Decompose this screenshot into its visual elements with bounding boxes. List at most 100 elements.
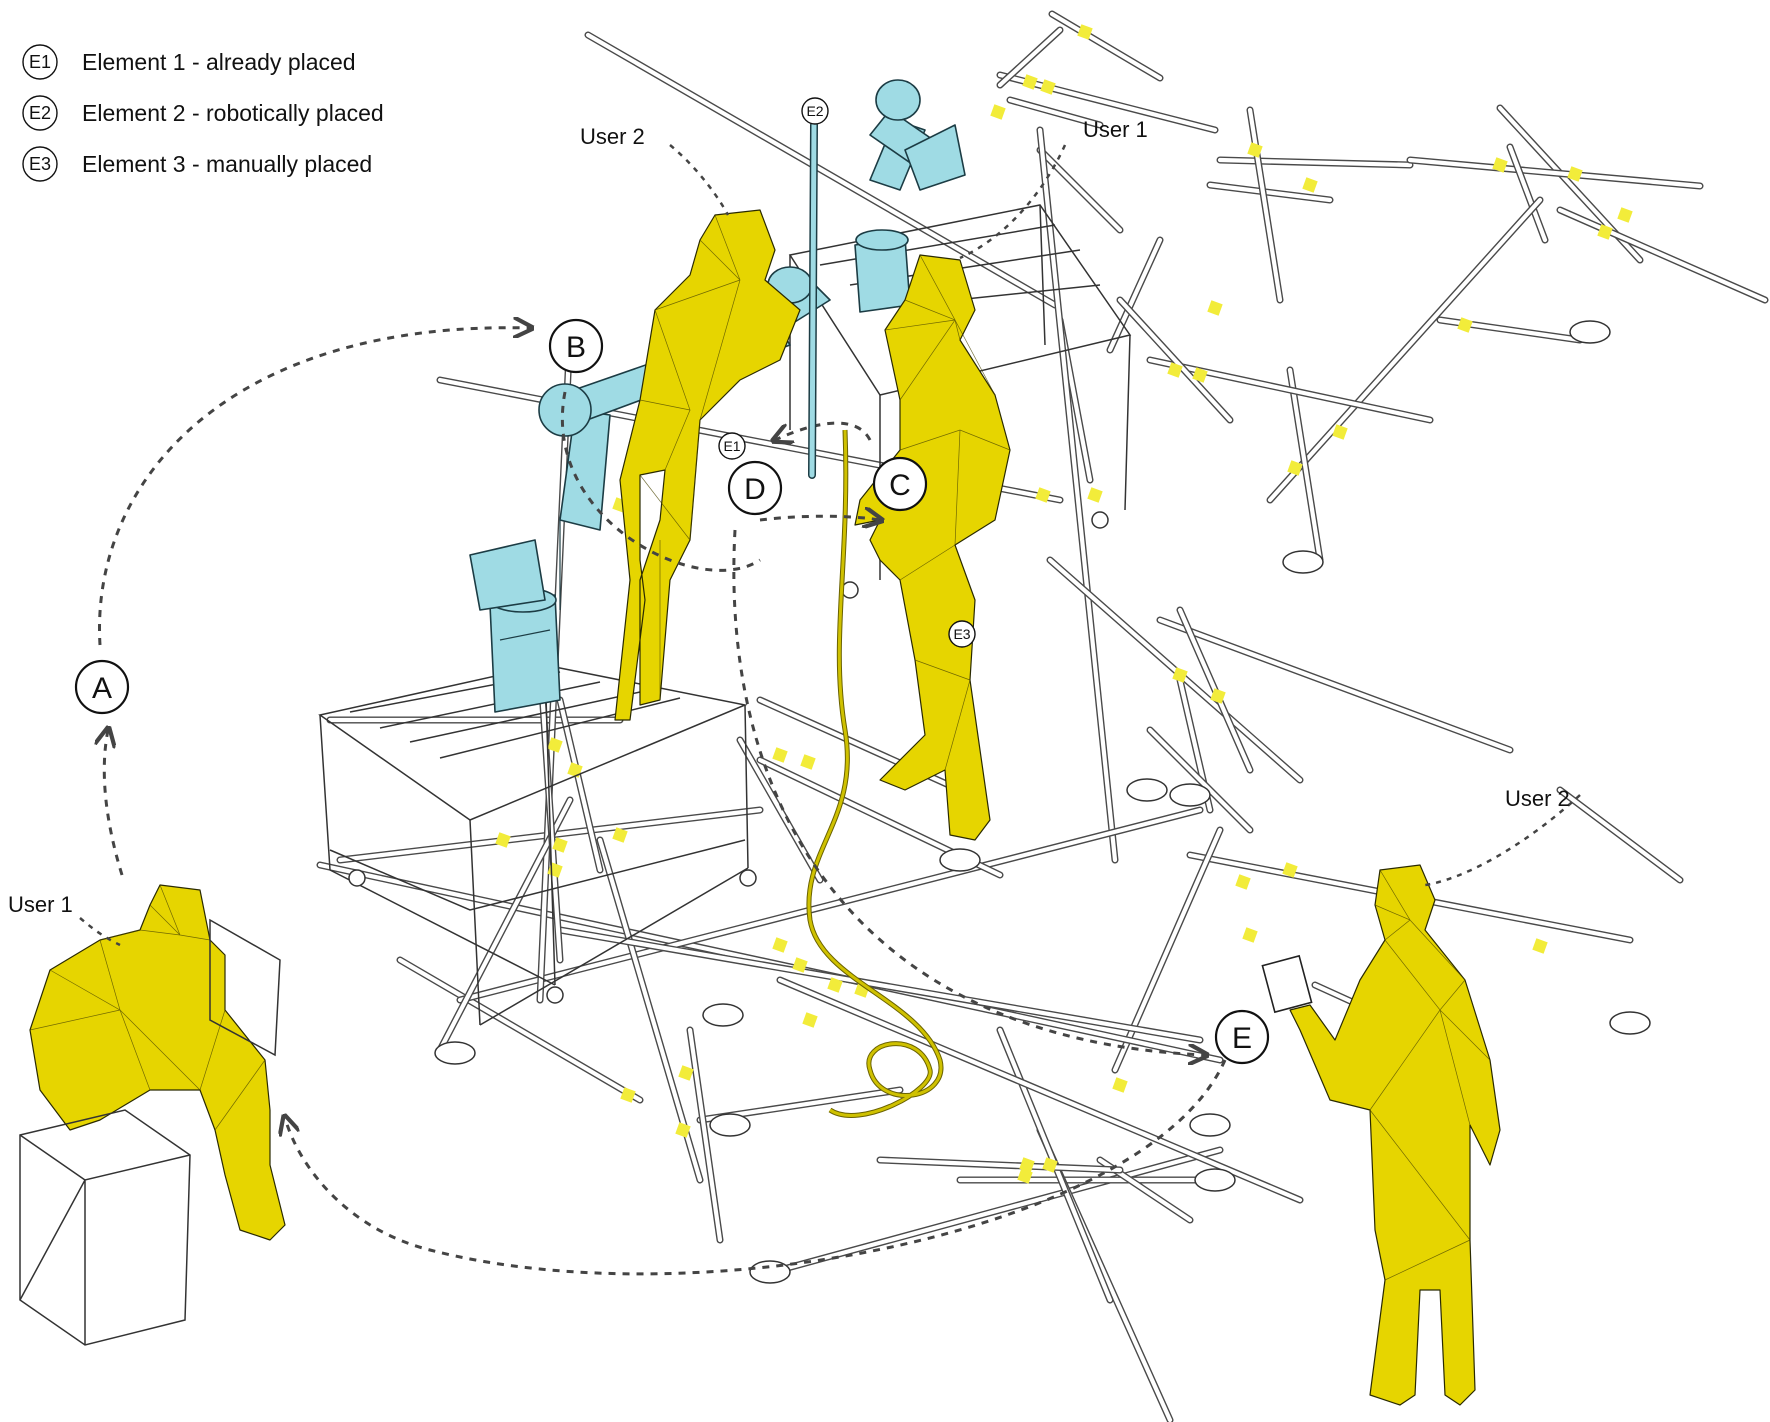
timber-stick-core-34 [317, 862, 1223, 1063]
stick-joint-22 [1235, 874, 1251, 890]
step-b: B [548, 318, 604, 374]
step-e: E [1214, 1009, 1270, 1065]
legend-e2-badge [22, 95, 58, 131]
timber-stick-core-22 [1037, 127, 1118, 863]
front-work-frame [318, 664, 757, 1026]
stick-joint-29 [495, 832, 511, 848]
step-a-label: A [92, 672, 112, 705]
stick-joint-45 [1017, 1168, 1033, 1184]
element-e3-label: E3 [953, 626, 970, 642]
legend-e1-text: Element 1 - already placed [82, 49, 356, 75]
timber-stick-core-24 [1157, 617, 1513, 753]
timber-stick-core-49 [557, 697, 603, 873]
label-user1-seated: User 1 [8, 892, 73, 917]
element-e2-label: E2 [806, 103, 823, 119]
stick-joint-11 [1457, 317, 1473, 333]
user2-right-figure [1261, 864, 1501, 1406]
timber-stick-core-40 [777, 1147, 1223, 1273]
stick-joint-10 [1597, 224, 1613, 240]
stick-foot-base-12 [702, 1003, 744, 1027]
stick-foot-base-7 [434, 1041, 476, 1065]
stick-joint-1 [1077, 24, 1093, 40]
seated-stool [19, 1109, 191, 1346]
timber-stick-core-35 [397, 957, 643, 1103]
stick-joint-27 [547, 737, 563, 753]
element-e2-badge: E2 [801, 97, 829, 479]
label-user1-center: User 1 [1083, 117, 1148, 142]
stick-foot-base-10 [1194, 1168, 1236, 1192]
stick-joint-33 [772, 747, 788, 763]
stick-joint-6 [1302, 177, 1318, 193]
robot-arm-back [854, 79, 966, 313]
timber-stick-core-7 [1217, 157, 1413, 168]
stick-joint-24 [1532, 938, 1548, 954]
timber-stick-core-14 [1267, 197, 1543, 503]
stick-joint-21 [1282, 862, 1298, 878]
timber-stick-core-37 [597, 837, 703, 1183]
flow-d-to-e [732, 529, 1205, 1055]
flow-user1-to-a [104, 730, 124, 876]
stick-joint-36 [792, 957, 808, 973]
back-frame-wheel-2 [841, 581, 859, 599]
stick-foot-base-6 [1609, 1011, 1651, 1035]
flow-arrows [98, 328, 1227, 1276]
stick-foot-base-5 [939, 848, 981, 872]
stick-joint-3 [1040, 79, 1056, 95]
stick-joint-13 [1287, 460, 1303, 476]
timber-stick-core-48 [437, 797, 573, 1053]
legend: E1 Element 1 - already placed E2 Element… [22, 44, 384, 182]
stick-joint-30 [552, 837, 568, 853]
yellow-power-cable [806, 429, 944, 1118]
stick-joint-7 [1492, 157, 1508, 173]
front-frame-wheel-3 [739, 869, 757, 887]
legend-item-e1: E1 Element 1 - already placed [22, 44, 356, 80]
legend-e3-text: Element 3 - manually placed [82, 151, 372, 177]
timber-stick-core-53 [877, 1157, 1123, 1173]
stick-joint-44 [1042, 1157, 1058, 1173]
stick-foot-base-2 [1282, 550, 1324, 574]
laptop-screen [209, 918, 281, 1057]
timber-stick-core-4 [1007, 97, 1103, 128]
timber-stick-core-8 [1247, 107, 1283, 303]
flow-a-to-b [98, 328, 530, 646]
step-e-label: E [1232, 1022, 1252, 1055]
timber-stick-core-12 [1557, 207, 1768, 303]
timber-stick-core-36 [457, 807, 1203, 1003]
element-e3-badge: E3 [948, 620, 976, 648]
stick-joint-19 [1172, 667, 1188, 683]
stick-joint-40 [678, 1065, 694, 1081]
timber-stick-core-46 [687, 1027, 723, 1243]
legend-e1-code: E1 [29, 52, 51, 72]
stick-joint-2 [1022, 74, 1038, 90]
timber-stick-structure [316, 10, 1769, 1422]
step-d-label: D [744, 473, 766, 506]
step-d: D [727, 460, 783, 516]
stick-joint-46 [1112, 1077, 1128, 1093]
timber-stick-core-10 [1407, 157, 1703, 189]
timber-stick-core-17 [1107, 237, 1163, 353]
user-leader-lines [79, 144, 1581, 947]
flow-c-to-d [775, 421, 872, 440]
stick-joint-35 [772, 937, 788, 953]
user2-center-figure [614, 209, 801, 721]
stick-joint-37 [827, 977, 843, 993]
stick-joint-5 [1247, 142, 1263, 158]
legend-e3-badge [22, 146, 58, 182]
stick-joint-12 [1332, 424, 1348, 440]
stick-foot-base-1 [1569, 320, 1611, 344]
stick-joint-4 [990, 104, 1006, 120]
flow-b-loop [561, 391, 761, 572]
stick-joint-32 [612, 827, 628, 843]
legend-e3-code: E3 [29, 154, 51, 174]
element-e1-label: E1 [723, 438, 740, 454]
stick-joint-18 [1087, 487, 1103, 503]
label-user2-right: User 2 [1505, 786, 1570, 811]
stick-foot-base-11 [749, 1260, 791, 1284]
stick-joint-41 [620, 1087, 636, 1103]
stick-joint-15 [1167, 362, 1183, 378]
stick-joint-39 [802, 1012, 818, 1028]
timber-stick-core-38 [557, 927, 1203, 1043]
timber-stick-core-18 [1117, 297, 1233, 423]
legend-e2-code: E2 [29, 103, 51, 123]
